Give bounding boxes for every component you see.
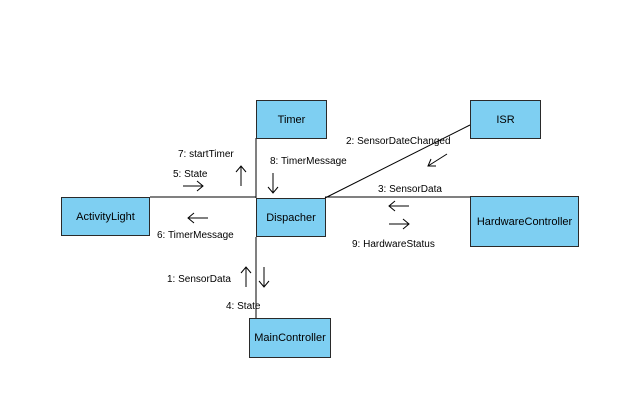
- arrow-hardware-status: [389, 218, 410, 230]
- message-state-4-label: 4: State: [226, 301, 261, 312]
- message-sensor-data-3-label: 3: SensorData: [378, 184, 442, 195]
- node-timer[interactable]: Timer: [256, 100, 327, 139]
- arrow-sensor-data-3: [388, 200, 409, 212]
- arrow-sensor-date-changed: [427, 153, 448, 167]
- arrow-start-timer: [235, 165, 247, 186]
- node-isr[interactable]: ISR: [470, 100, 541, 139]
- arrow-timer-message-8: [267, 173, 279, 194]
- node-dispacher[interactable]: Dispacher: [256, 198, 326, 237]
- message-start-timer-label: 7: startTimer: [178, 149, 234, 160]
- message-sensor-data-1-label: 1: SensorData: [167, 274, 231, 285]
- arrow-state-5: [183, 180, 204, 192]
- message-timer-message-6-label: 6: TimerMessage: [157, 230, 234, 241]
- message-timer-message-8-label: 8: TimerMessage: [270, 156, 347, 167]
- message-sensor-date-changed-label: 2: SensorDateChanged: [346, 136, 451, 147]
- arrow-state-4: [258, 267, 270, 288]
- arrow-timer-message-6: [187, 212, 208, 224]
- message-state-5-label: 5: State: [173, 169, 208, 180]
- message-hardware-status-label: 9: HardwareStatus: [352, 239, 435, 250]
- node-activity-light[interactable]: ActivityLight: [61, 197, 150, 236]
- link-dispacher-isr: [324, 124, 471, 199]
- arrow-sensor-data-1: [240, 266, 252, 287]
- node-hardware-controller[interactable]: HardwareController: [470, 196, 579, 247]
- node-main-controller[interactable]: MainController: [249, 318, 331, 358]
